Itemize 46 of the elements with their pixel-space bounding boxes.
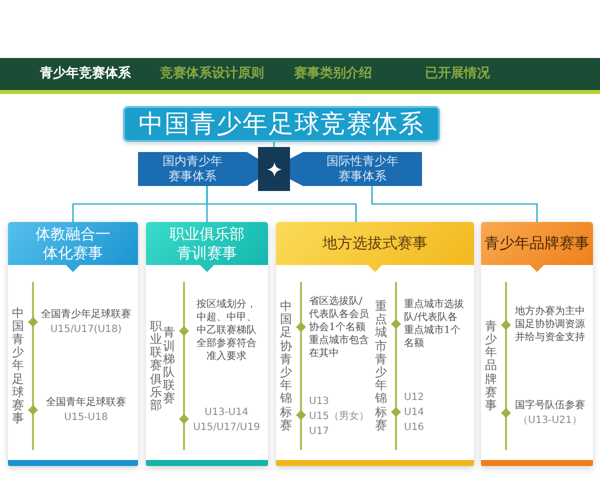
age-group-text: U15（男女）	[309, 410, 370, 422]
tapered-connector	[290, 152, 303, 186]
vertical-label: 中国足协青少年锦标赛	[280, 300, 292, 432]
item-text: 全国青年足球联赛	[46, 396, 126, 409]
card-title: 地方选拔式赛事	[322, 234, 428, 253]
card-title: 职业俱乐部青训赛事	[168, 224, 246, 262]
vertical-label: 职业联赛俱乐部	[150, 320, 162, 412]
vertical-label: 青训梯队联赛	[163, 326, 175, 406]
age-group-text: U15/U17/U19	[193, 420, 260, 434]
card-panel	[8, 222, 138, 466]
item-text: 全国青少年足球联赛	[41, 308, 131, 321]
category-text: 国内青少年赛事体系	[162, 154, 224, 184]
age-group-text: U14	[404, 406, 424, 420]
category-text: 国际性青少年赛事体系	[326, 154, 400, 184]
age-group-text: （U13-U21）	[518, 414, 582, 427]
item-text: 国字号队伍参赛	[515, 398, 585, 412]
item-text: 重点城市选拔队/代表队各重点城市1个名额	[404, 298, 465, 350]
nav-label: 青少年竞赛体系	[40, 66, 131, 82]
card-panel	[276, 222, 474, 466]
nav-label: 已开展情况	[425, 66, 490, 82]
vertical-label: 青少年品牌赛事	[485, 320, 497, 412]
item-text: 地方办赛为主中国足协协调资源并给与资金支持	[514, 305, 586, 344]
tapered-connector	[247, 152, 258, 186]
card-panel	[481, 222, 593, 466]
vertical-label: 中国青少年足球赛事	[12, 306, 24, 426]
item-text: 省区选拔队/代表队各会员协会1个名额重点城市包含在其中	[309, 294, 370, 360]
connector-line	[206, 186, 357, 222]
connector-line	[371, 186, 538, 222]
age-group-text: U15/U17(U18)	[50, 323, 122, 336]
age-group-text: U15-U18	[64, 411, 108, 424]
nav-label: 竞赛体系设计原则	[160, 66, 264, 82]
card-panel	[146, 222, 268, 466]
title-banner	[123, 106, 440, 142]
item-text: 按区域划分，中超、中甲、中乙联赛梯队全部参赛符合准入要求	[196, 298, 258, 364]
connector-line	[273, 142, 275, 147]
title-text: 中国青少年足球竞赛体系	[138, 109, 424, 139]
nav-label: 赛事类别介绍	[294, 66, 372, 82]
vertical-label: 重点城市青少年锦标赛	[375, 300, 387, 432]
age-group-text: U16	[404, 421, 424, 434]
age-group-text: U12	[404, 391, 424, 404]
card-title: 体教融合一体化赛事	[34, 224, 112, 262]
age-group-text: U13	[309, 394, 330, 408]
hub-square	[258, 147, 290, 191]
card-title: 青少年品牌赛事	[484, 234, 590, 253]
age-group-text: U17	[309, 424, 330, 438]
age-group-text: U13-U14	[204, 406, 248, 419]
